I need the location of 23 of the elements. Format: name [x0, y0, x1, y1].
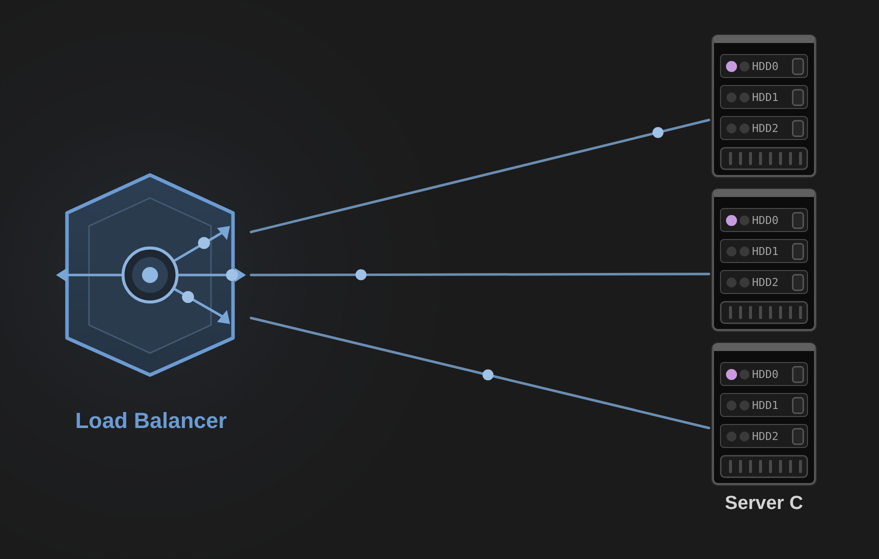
drive-label: HDD2	[752, 430, 778, 442]
drive-slot	[720, 239, 808, 263]
drive-slot	[720, 85, 808, 109]
node-label: Load Balancer	[75, 408, 227, 434]
server-label: Server C	[724, 493, 804, 515]
drive-label: HDD2	[752, 122, 778, 134]
drive-slot	[720, 208, 808, 232]
drive-label: HDD0	[752, 368, 778, 380]
connector-line	[250, 272, 710, 276]
connector-line	[250, 118, 710, 234]
drive-label: HDD0	[752, 214, 778, 226]
drive-slot	[720, 362, 808, 386]
drive-slot	[720, 424, 808, 448]
connector-line	[250, 316, 710, 430]
drive-slot	[720, 270, 808, 294]
drive-label: HDD1	[752, 398, 778, 412]
drive-label: HDD0	[752, 60, 778, 72]
drive-label: HDD1	[752, 244, 778, 258]
drive-slot	[720, 116, 808, 140]
drive-slot	[720, 54, 808, 78]
drive-label: HDD2	[752, 276, 778, 288]
drive-label: HDD1	[752, 90, 778, 104]
drive-slot	[720, 393, 808, 417]
